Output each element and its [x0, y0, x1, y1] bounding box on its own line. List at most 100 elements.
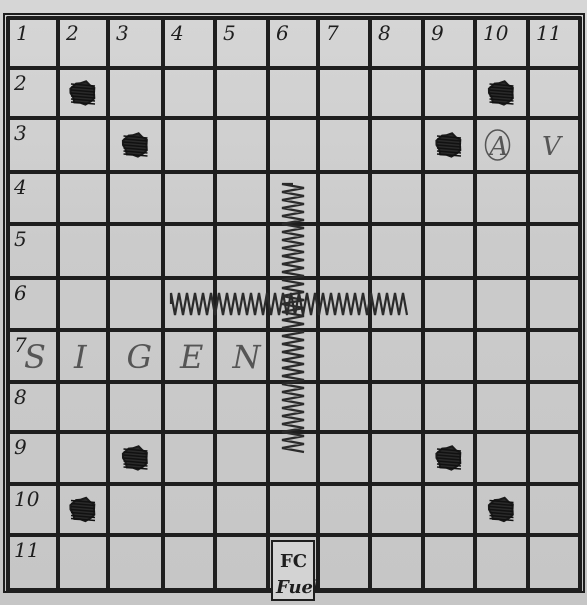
board-cell-r6-c10[interactable] — [475, 278, 528, 330]
board-cell-r4-c4[interactable] — [163, 172, 215, 224]
board-cell-r3-c6[interactable] — [268, 118, 318, 172]
board-cell-r9-c11[interactable] — [528, 432, 580, 484]
col-label: 4 — [170, 21, 184, 45]
board-cell-r4-c2[interactable] — [58, 172, 108, 224]
row-label: 10 — [14, 487, 40, 511]
board-cell-r10-c8[interactable] — [370, 484, 423, 535]
board-cell-r3-c5[interactable] — [215, 118, 268, 172]
board-cell-r8-c11[interactable] — [528, 382, 580, 432]
board-cell-r7-c7[interactable] — [318, 330, 370, 382]
col-label: 9 — [431, 21, 444, 45]
board-cell-r11-c7[interactable] — [318, 535, 370, 590]
board-cell-r11-c9[interactable] — [423, 535, 475, 590]
board-cell-r11-c5[interactable] — [215, 535, 268, 590]
col-label: 10 — [483, 21, 509, 45]
board-cell-r2-c5[interactable] — [215, 68, 268, 118]
board-cell-r11-c2[interactable] — [58, 535, 108, 590]
board-cell-r11-c4[interactable] — [163, 535, 215, 590]
placed-letter: G — [127, 338, 153, 376]
board-cell-r5-c8[interactable] — [370, 224, 423, 278]
row-label: 9 — [14, 435, 27, 459]
board-cell-r10-c4[interactable] — [163, 484, 215, 535]
board-cell-r8-c5[interactable] — [215, 382, 268, 432]
board-cell-r6-c2[interactable] — [58, 278, 108, 330]
board-cell-r10-c3[interactable] — [108, 484, 163, 535]
board-cell-r9-c2[interactable] — [58, 432, 108, 484]
board-cell-r9-c5[interactable] — [215, 432, 268, 484]
board-cell-r8-c7[interactable] — [318, 382, 370, 432]
board-cell-r5-c11[interactable] — [528, 224, 580, 278]
board-cell-r3-c8[interactable] — [370, 118, 423, 172]
board-cell-r6-c11[interactable] — [528, 278, 580, 330]
board-cell-r8-c10[interactable] — [475, 382, 528, 432]
board-cell-r4-c5[interactable] — [215, 172, 268, 224]
col-label: 3 — [116, 21, 129, 45]
placed-letter: V — [542, 132, 563, 162]
fuel-label: Fuel — [275, 577, 320, 598]
board-cell-r4-c10[interactable] — [475, 172, 528, 224]
board-cell-r5-c10[interactable] — [475, 224, 528, 278]
board-cell-r4-c7[interactable] — [318, 172, 370, 224]
placed-letter: E — [179, 338, 203, 376]
board-cell-r3-c7[interactable] — [318, 118, 370, 172]
placed-letter: A — [488, 132, 509, 162]
board-cell-r2-c3[interactable] — [108, 68, 163, 118]
board-cell-r11-c3[interactable] — [108, 535, 163, 590]
board-cell-r5-c4[interactable] — [163, 224, 215, 278]
board-cell-r10-c9[interactable] — [423, 484, 475, 535]
board-cell-r11-c10[interactable] — [475, 535, 528, 590]
board-cell-r4-c9[interactable] — [423, 172, 475, 224]
board-cell-r4-c11[interactable] — [528, 172, 580, 224]
board-cell-r2-c9[interactable] — [423, 68, 475, 118]
board-cell-r8-c3[interactable] — [108, 382, 163, 432]
col-label: 11 — [536, 21, 561, 45]
board-cell-r2-c8[interactable] — [370, 68, 423, 118]
board-cell-r6-c9[interactable] — [423, 278, 475, 330]
row-label: 3 — [14, 121, 27, 145]
board-cell-r2-c11[interactable] — [528, 68, 580, 118]
board-cell-r9-c10[interactable] — [475, 432, 528, 484]
board-cell-r3-c4[interactable] — [163, 118, 215, 172]
board-cell-r11-c11[interactable] — [528, 535, 580, 590]
row-label: 6 — [14, 281, 27, 305]
row-label: 4 — [13, 175, 27, 199]
board-cell-r7-c8[interactable] — [370, 330, 423, 382]
board-cell-r6-c3[interactable] — [108, 278, 163, 330]
row-label: 11 — [14, 538, 39, 562]
board-cell-r8-c4[interactable] — [163, 382, 215, 432]
board-cell-r2-c4[interactable] — [163, 68, 215, 118]
board-cell-r7-c10[interactable] — [475, 330, 528, 382]
board-cell-r10-c5[interactable] — [215, 484, 268, 535]
board-cell-r5-c9[interactable] — [423, 224, 475, 278]
col-label: 6 — [276, 21, 289, 45]
board-cell-r9-c7[interactable] — [318, 432, 370, 484]
board-cell-r5-c2[interactable] — [58, 224, 108, 278]
board-cell-r4-c8[interactable] — [370, 172, 423, 224]
board-cell-r8-c8[interactable] — [370, 382, 423, 432]
board-cell-r10-c11[interactable] — [528, 484, 580, 535]
board-cell-r4-c3[interactable] — [108, 172, 163, 224]
board-cell-r7-c11[interactable] — [528, 330, 580, 382]
board-cell-r9-c6[interactable] — [268, 432, 318, 484]
board-cell-r8-c9[interactable] — [423, 382, 475, 432]
board-cell-r5-c5[interactable] — [215, 224, 268, 278]
board-cell-r2-c7[interactable] — [318, 68, 370, 118]
board-cell-r9-c8[interactable] — [370, 432, 423, 484]
fc-label: FC — [280, 551, 307, 572]
board-cell-r9-c4[interactable] — [163, 432, 215, 484]
board-cell-r5-c7[interactable] — [318, 224, 370, 278]
board-cell-r10-c7[interactable] — [318, 484, 370, 535]
placed-letter: N — [232, 338, 262, 376]
board-cell-r11-c8[interactable] — [370, 535, 423, 590]
board-cell-r2-c6[interactable] — [268, 68, 318, 118]
board-cell-r10-c6[interactable] — [268, 484, 318, 535]
col-label: 5 — [223, 21, 236, 45]
col-label: 7 — [326, 21, 339, 45]
board-cell-r8-c2[interactable] — [58, 382, 108, 432]
board-cell-r7-c9[interactable] — [423, 330, 475, 382]
board-cell-r5-c3[interactable] — [108, 224, 163, 278]
placed-letter: I — [73, 338, 88, 376]
board-cell-r3-c2[interactable] — [58, 118, 108, 172]
